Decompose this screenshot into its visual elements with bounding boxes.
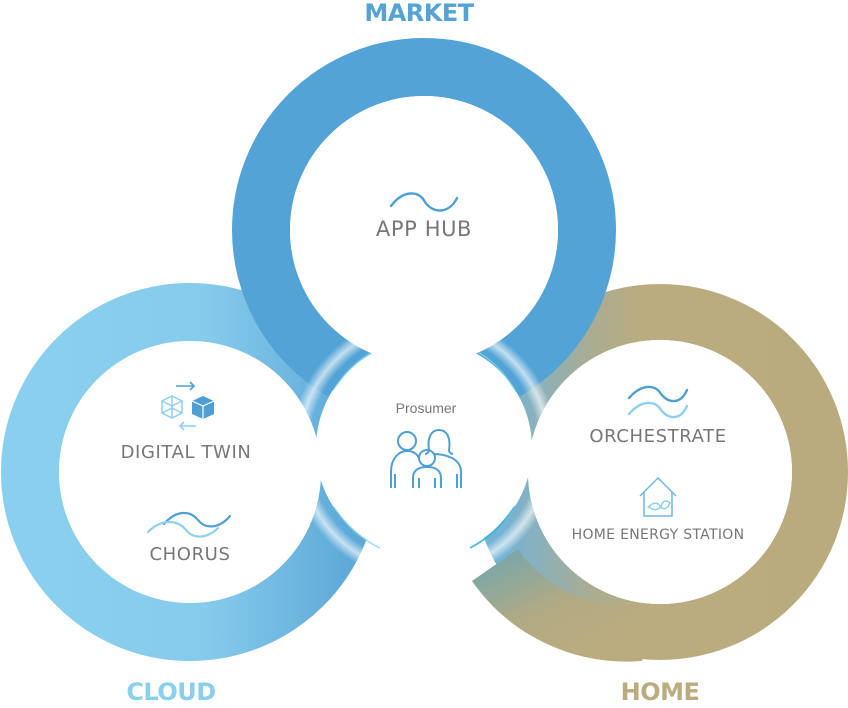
digital-twin-label: DIGITAL TWIN xyxy=(120,442,252,463)
market-title: MARKET xyxy=(364,0,474,27)
cloud-title: CLOUD xyxy=(126,678,216,706)
double-wave-icon xyxy=(146,511,232,538)
wave-icon xyxy=(389,192,459,212)
cloud-ring-inner xyxy=(59,341,321,603)
home-title: HOME xyxy=(620,678,700,706)
prosumer-label: Prosumer xyxy=(395,400,457,416)
digital-twin-cubes-icon xyxy=(161,381,215,431)
chorus-label: CHORUS xyxy=(149,544,231,565)
family-icon xyxy=(390,429,462,488)
app-hub-label: APP HUB xyxy=(375,217,473,241)
orchestrate-label: ORCHESTRATE xyxy=(589,426,727,447)
home-ring-inner xyxy=(528,340,792,604)
house-icon xyxy=(639,476,677,517)
market-ring-inner xyxy=(290,96,558,364)
home-energy-station-label: HOME ENERGY STATION xyxy=(571,527,745,543)
stacked-waves-icon xyxy=(627,385,689,419)
